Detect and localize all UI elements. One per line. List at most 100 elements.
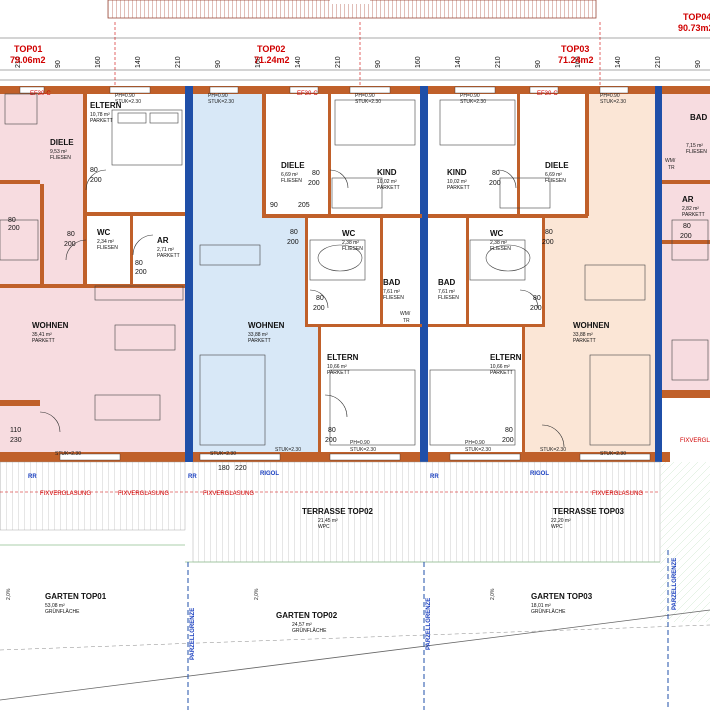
slope-3: 2,0% [490, 588, 496, 600]
room-floor-bad2: FLIESEN [383, 295, 404, 301]
slope-markers: 2,0% 2,0% 2,0% PARZELLGRENZE PARZELLGREN… [6, 558, 678, 660]
room-floor-kind2: PARKETT [377, 185, 400, 191]
rr-label-2: RR [188, 474, 197, 480]
door-h-9: 200 [489, 180, 501, 187]
unit-title-top03: TOP03 [561, 44, 589, 54]
site-boundary-line [0, 609, 710, 701]
stuk-note-1: STUK=2.30 [115, 99, 141, 105]
ph-note-5: PH=0.90 [600, 93, 620, 99]
parcel-label-2: PARZELLGRENZE [426, 598, 432, 650]
room-floor-bad4: FLIESEN [686, 149, 707, 155]
slope-1: 2,0% [6, 588, 12, 600]
room-area-diele2: 6,69 m² [281, 172, 298, 178]
top-dim-value: 90 [695, 60, 702, 68]
top-dim-value: 90 [55, 60, 62, 68]
room-area-bad2: 7,61 m² [383, 289, 400, 295]
door-h-14: 230 [10, 437, 22, 444]
top-dim-value: 140 [615, 56, 622, 68]
stuk-note-11: STUK=2.30 [540, 447, 566, 453]
garden-floor-top03: GRÜNFLÄCHE [531, 608, 566, 615]
room-name-diele1: DIELE [50, 138, 74, 147]
door-w-6: 80 [290, 229, 298, 236]
rigol-label-2: RIGOL [530, 471, 549, 477]
door-h-4: 200 [135, 269, 147, 276]
door-w-4: 80 [135, 260, 143, 267]
stuk-note-4: STUK=2.30 [460, 99, 486, 105]
stuk-note-5: STUK=2.30 [600, 99, 626, 105]
garden-area-top03: 18,01 m² [531, 603, 551, 609]
wmtr-a-2: WM/ [400, 311, 411, 317]
door-w-3: 80 [67, 231, 75, 238]
room-floor-wohnen3: PARKETT [573, 338, 596, 344]
top02-kind-zone [262, 94, 422, 216]
door-w-11: 80 [533, 295, 541, 302]
door-h-1: 200 [8, 225, 20, 232]
room-area-wohnen1: 35,41 m² [32, 332, 52, 338]
unit-title-top04: TOP04 [683, 12, 710, 22]
door-w-8: 80 [328, 427, 336, 434]
terrace-floor-top03: WPC [551, 524, 563, 530]
room-floor-wohnen2: PARKETT [248, 338, 271, 344]
rigol-label-1: RIGOL [260, 471, 279, 477]
room-name-wc2: WC [342, 229, 356, 238]
top02-bath-zone [305, 216, 422, 326]
wmtr-a-4: WM/ [665, 158, 676, 164]
door-h-7: 200 [313, 305, 325, 312]
room-floor-wc2: FLIESEN [342, 246, 363, 252]
room-area-wc1: 2,34 m² [97, 239, 114, 245]
unit-area-top03: 71.24m2 [558, 55, 594, 65]
ph-note-4: PH=0.90 [460, 93, 480, 99]
ef-note-3: EF30-C [537, 91, 558, 97]
ph-note-2: PH=0.90 [208, 93, 228, 99]
door-h-2: 200 [90, 177, 102, 184]
fix-label-5: FIXVERGLASUNG [680, 438, 710, 444]
garden-name-top01: GARTEN TOP01 [45, 592, 107, 601]
ph-note-3: PH=0.90 [355, 93, 375, 99]
room-name-eltern3: ELTERN [490, 353, 522, 362]
rr-label-3: RR [430, 474, 439, 480]
terrace-floor-top02: WPC [318, 524, 330, 530]
fix-label-2: FIXVERGLASUNG [118, 491, 169, 497]
door-h-6: 200 [287, 239, 299, 246]
room-area-bad4: 7,15 m² [686, 143, 703, 149]
unit-area-top02: 71.24m2 [254, 55, 290, 65]
room-area-wc3: 2,38 m² [490, 240, 507, 246]
top-dim-value: 140 [135, 56, 142, 68]
ph-note-1: PH=0.90 [115, 93, 135, 99]
door-w-12: 80 [505, 427, 513, 434]
room-name-wc1: WC [97, 228, 111, 237]
room-name-kind2: KIND [377, 168, 397, 177]
top-dim-value: 140 [295, 56, 302, 68]
room-floor-ar4: PARKETT [682, 212, 705, 218]
top01-eltern-zone [85, 94, 185, 214]
room-area-wc2: 2,38 m² [342, 240, 359, 246]
wmtr-b-4: TR [668, 165, 675, 171]
door-h-8: 200 [325, 437, 337, 444]
room-area-eltern2: 10,66 m² [327, 364, 347, 370]
window-openings [19, 86, 651, 461]
top-dim-value: 210 [175, 56, 182, 68]
ph-note-6: PH=0.90 [350, 440, 370, 446]
room-name-diele3: DIELE [545, 161, 569, 170]
top03-bath-zone [428, 216, 545, 326]
door-h-10: 200 [542, 239, 554, 246]
unit-area-top04: 90.73m2 [678, 23, 710, 33]
terrace-top01 [0, 461, 186, 531]
room-area-eltern3: 10,66 m² [490, 364, 510, 370]
room-floor-bad3: FLIESEN [438, 295, 459, 301]
room-name-ar4: AR [682, 195, 694, 204]
top-dim-value: 140 [455, 56, 462, 68]
room-name-diele2: DIELE [281, 161, 305, 170]
garden-floor-top01: GRÜNFLÄCHE [45, 608, 80, 615]
top-dim-value: 90 [375, 60, 382, 68]
room-area-ar4: 2,82 m² [682, 206, 699, 212]
top01-wc-zone [85, 214, 185, 284]
room-name-bad4: BAD [690, 113, 708, 122]
door-w-10: 80 [545, 229, 553, 236]
dim-220: 220 [235, 465, 247, 472]
top-dim-value: 210 [15, 56, 22, 68]
door-w-14: 110 [10, 427, 21, 434]
door-h-5: 200 [308, 180, 320, 187]
fix-label-1: FIXVERGLASUNG [40, 491, 91, 497]
